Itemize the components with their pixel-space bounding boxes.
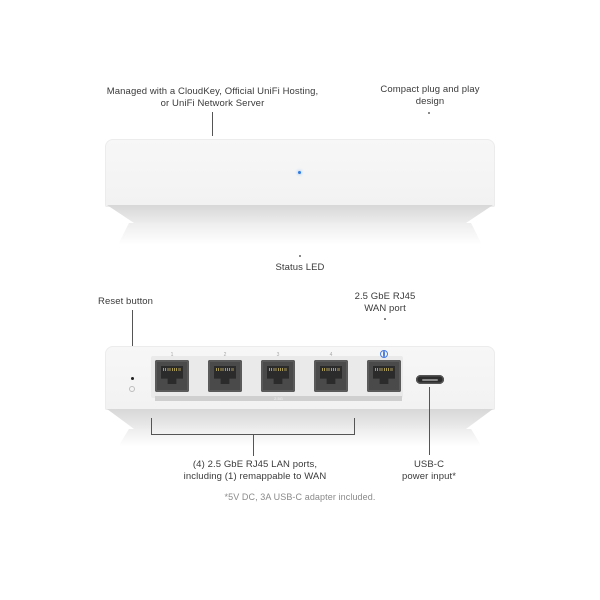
lan-bracket-left [151, 418, 152, 435]
lan-callout: (4) 2.5 GbE RJ45 LAN ports, including (1… [183, 459, 327, 482]
wan-callout-dot [384, 318, 386, 320]
port-speed-strip: 2.5G [155, 396, 402, 401]
lan-bracket-stem [253, 434, 254, 456]
management-callout-line [212, 112, 213, 136]
gateway-top-base [107, 205, 493, 223]
design-callout-dot [428, 112, 430, 114]
lan-port-4 [314, 360, 348, 392]
lan-port-3 [261, 360, 295, 392]
status-led-callout: Status LED [275, 262, 325, 273]
footnote: *5V DC, 3A USB-C adapter included. [224, 492, 376, 502]
reset-callout-line [132, 310, 133, 375]
globe-icon [380, 350, 388, 358]
management-callout: Managed with a CloudKey, Official UniFi … [106, 86, 319, 109]
gateway-top-reflection [118, 223, 482, 245]
status-led [298, 171, 301, 174]
gateway-rear-reflection [118, 429, 482, 447]
reset-icon [129, 386, 135, 392]
reset-callout: Reset button [98, 296, 154, 307]
wan-port [367, 360, 401, 392]
lan-port-1 [155, 360, 189, 392]
usbc-callout: USB-C power input* [401, 459, 456, 482]
usbc-callout-line [429, 387, 430, 455]
reset-button [131, 377, 134, 380]
status-led-callout-dot [299, 255, 301, 257]
lan-bracket-right [354, 418, 355, 435]
port-number-1: 1 [170, 352, 174, 358]
port-number-2: 2 [223, 352, 227, 358]
lan-port-2 [208, 360, 242, 392]
gateway-rear-base [107, 409, 493, 429]
port-number-3: 3 [276, 352, 280, 358]
wan-callout: 2.5 GbE RJ45 WAN port [354, 291, 416, 314]
design-callout: Compact plug and play design [380, 84, 480, 107]
usb-c-port [416, 375, 444, 384]
port-number-4: 4 [329, 352, 333, 358]
